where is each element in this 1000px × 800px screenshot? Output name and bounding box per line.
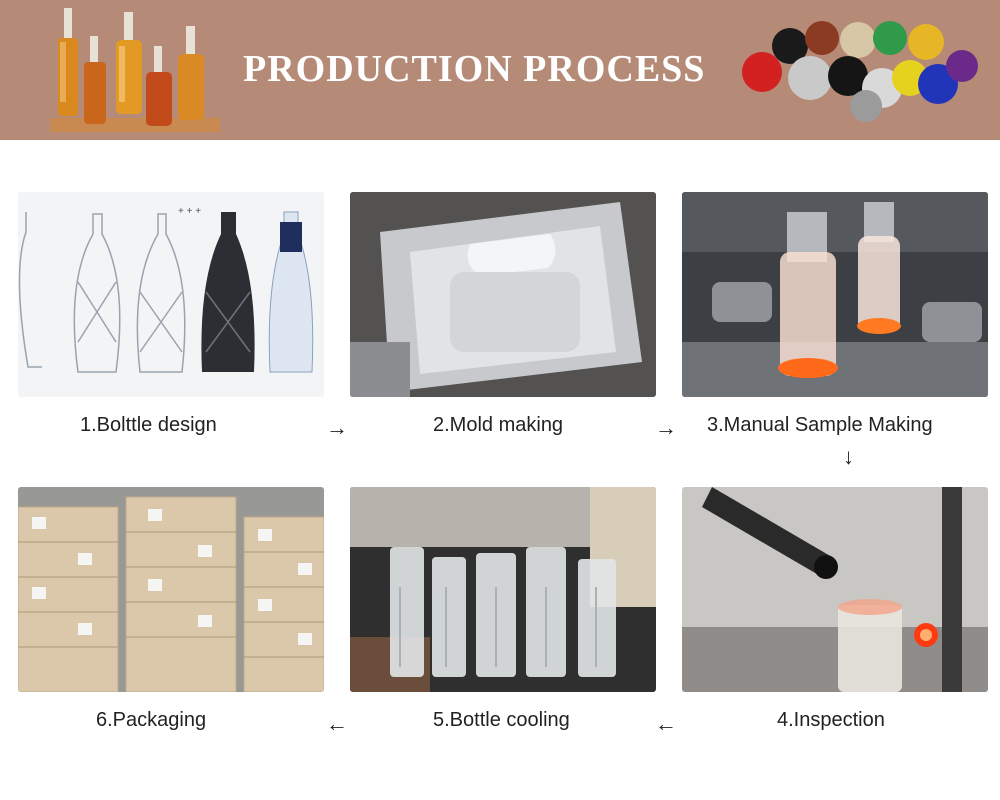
left-arrow-icon: ← xyxy=(326,711,348,736)
down-arrow-icon: ↓ xyxy=(843,444,854,469)
bottle-cooling-image xyxy=(350,487,656,692)
svg-text:+ + +: + + + xyxy=(178,206,201,217)
left-arrow-icon: ← xyxy=(655,711,677,736)
bottle-caps-image xyxy=(742,21,978,122)
mold-making-image xyxy=(350,192,656,397)
liquor-bottles-image xyxy=(50,8,220,132)
right-arrow-icon: → xyxy=(655,415,677,440)
step-6-caption: 6.Packaging xyxy=(96,709,207,731)
banner-title: PRODUCTION PROCESS xyxy=(243,48,706,90)
step-5-caption: 5.Bottle cooling xyxy=(433,709,570,731)
step-1-caption: 1.Bolttle design xyxy=(80,414,217,436)
inspection-image xyxy=(682,487,988,692)
step-4-caption: 4.Inspection xyxy=(777,709,885,731)
right-arrow-icon: → xyxy=(326,415,348,440)
step-3-caption: 3.Manual Sample Making xyxy=(707,414,933,436)
sample-making-image xyxy=(682,192,988,397)
step-2-caption: 2.Mold making xyxy=(433,414,564,436)
header-banner: PRODUCTION PROCESS xyxy=(0,0,1000,140)
bottle-design-image: + + + xyxy=(18,192,324,397)
packaging-image xyxy=(18,487,324,692)
